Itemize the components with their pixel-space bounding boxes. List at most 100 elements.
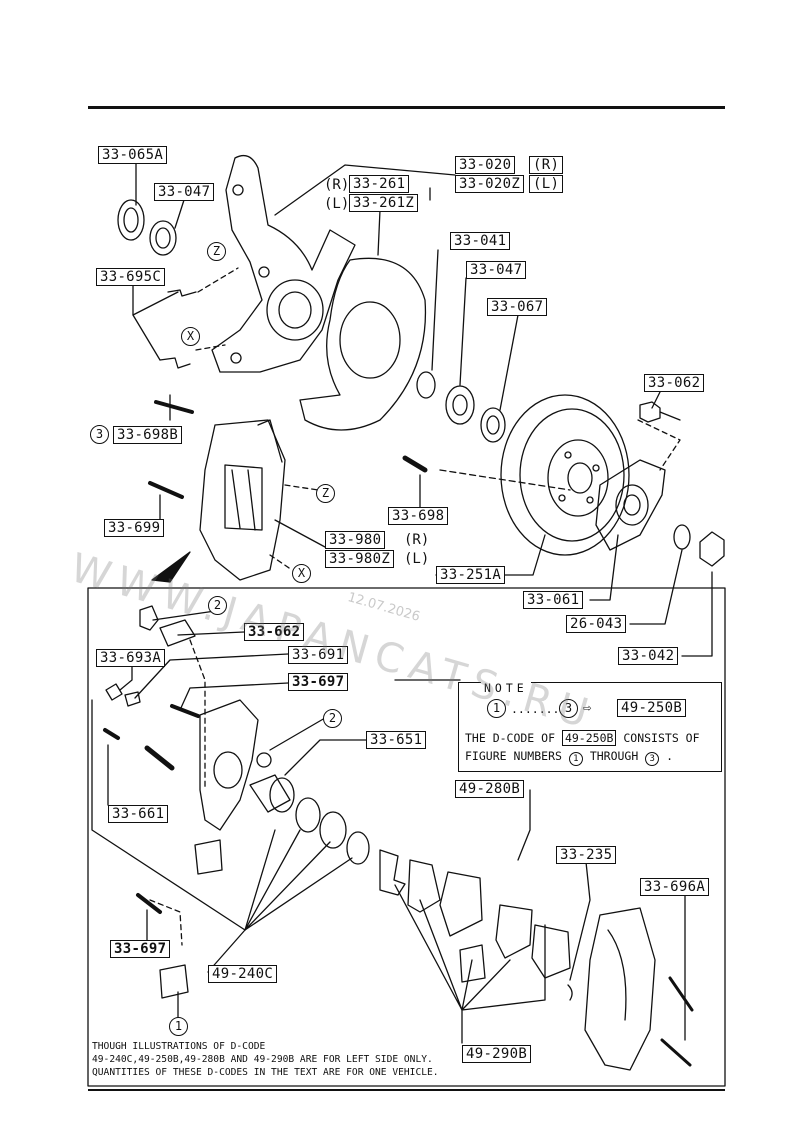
wheel-hub <box>595 459 666 551</box>
leader-33-020 <box>274 164 456 216</box>
label-33-062[interactable]: 33-062 <box>644 374 705 392</box>
callout-x-caliper: X <box>292 564 311 583</box>
shim-outer <box>379 849 406 896</box>
bleeder-cap <box>105 683 123 701</box>
leader-33-235 <box>569 861 591 981</box>
leader-33-691 <box>134 653 289 699</box>
label-33-698[interactable]: 33-698 <box>388 507 449 525</box>
shim-inner <box>407 859 441 913</box>
label-33-662[interactable]: 33-662 <box>244 623 305 641</box>
brake-pad-inner <box>495 904 533 959</box>
label-49-290B[interactable]: 49-290B <box>462 1045 532 1063</box>
note-arrow-icon: ⇨ <box>583 700 592 716</box>
note-line2-pre: FIGURE NUMBERS <box>465 749 562 763</box>
brake-disc <box>500 394 630 556</box>
callout-x-upper: X <box>181 327 200 346</box>
footer-note-line3: QUANTITIES OF THESE D-CODES IN THE TEXT … <box>92 1067 439 1078</box>
label-33-261Z[interactable]: 33-261Z <box>349 194 419 212</box>
note-line1: THE D-CODE OF 49-250B CONSISTS OF <box>465 730 700 746</box>
label-33-235[interactable]: 33-235 <box>556 846 617 864</box>
label-26-043[interactable]: 26-043 <box>566 615 627 633</box>
bolt-33-699 <box>148 481 184 499</box>
leader-33-697a <box>179 682 289 711</box>
footer-rule <box>88 1089 725 1091</box>
note-line2-callout-3: 3 <box>645 752 660 766</box>
label-side-l-shield: (L) <box>324 196 350 212</box>
note-line1-post: CONSISTS OF <box>623 731 700 745</box>
note-callout-3: 3 <box>559 699 578 718</box>
note-line1-code: 49-250B <box>561 730 617 746</box>
label-33-020Z[interactable]: 33-020Z <box>455 175 525 193</box>
note-title: NOTE <box>481 681 531 695</box>
label-33-261[interactable]: 33-261 <box>349 175 410 193</box>
label-33-042[interactable]: 33-042 <box>618 647 679 665</box>
label-33-693A[interactable]: 33-693A <box>96 649 166 667</box>
hub-bolt-33-062 <box>639 401 661 423</box>
leader-49-240C <box>207 829 276 973</box>
label-33-067[interactable]: 33-067 <box>487 298 548 316</box>
label-33-699[interactable]: 33-699 <box>104 519 165 537</box>
caliper-body-lower <box>199 699 259 831</box>
note-callout-1: 1 <box>487 699 506 718</box>
label-49-240C[interactable]: 49-240C <box>208 965 278 983</box>
label-33-695C[interactable]: 33-695C <box>96 268 166 286</box>
label-33-696A[interactable]: 33-696A <box>640 878 710 896</box>
pin-33-696A-a <box>668 976 694 1012</box>
label-33-020[interactable]: 33-020 <box>455 156 516 174</box>
note-line2-callout-1: 1 <box>568 752 583 766</box>
repair-kit-icon <box>159 964 189 999</box>
label-33-651[interactable]: 33-651 <box>366 731 427 749</box>
oil-seal-33-065A <box>117 199 145 241</box>
label-33-041[interactable]: 33-041 <box>450 232 511 250</box>
callout-z-caliper: Z <box>316 484 335 503</box>
leader-33-041 <box>431 249 439 371</box>
label-33-697-upper[interactable]: 33-697 <box>288 673 349 691</box>
label-49-280B[interactable]: 49-280B <box>455 780 525 798</box>
bearing-33-047a <box>149 220 177 256</box>
brake-pad-outer <box>439 871 483 937</box>
label-33-691[interactable]: 33-691 <box>288 646 349 664</box>
note-box: NOTE 1 ....... 3 ⇨ 49-250B THE D-CODE OF… <box>458 681 722 772</box>
label-33-047-bearing[interactable]: 33-047 <box>154 183 215 201</box>
bolt-33-698B <box>154 400 194 414</box>
note-line1-pre: THE D-CODE OF <box>465 731 556 745</box>
leader-33-061 <box>589 534 619 601</box>
note-dcode-label[interactable]: 49-250B <box>617 699 687 717</box>
label-side-r-shield: (R) <box>324 177 350 193</box>
leader-33-261 <box>377 209 381 256</box>
callout-2-top: 2 <box>208 596 227 615</box>
bleeder-screw <box>124 691 141 707</box>
label-33-697-lower[interactable]: 33-697 <box>110 940 171 958</box>
washer-26-043 <box>673 524 691 550</box>
leader-33-067 <box>499 314 519 411</box>
leader-33-662 <box>177 631 245 636</box>
leader-33-651 <box>284 739 367 776</box>
label-33-980Z[interactable]: 33-980Z <box>325 550 395 568</box>
leader-33-980 <box>274 519 326 548</box>
label-33-661[interactable]: 33-661 <box>108 805 169 823</box>
bolt-33-697a <box>170 704 200 718</box>
label-33-065A[interactable]: 33-065A <box>98 146 168 164</box>
leader-callout-2b <box>269 717 326 751</box>
leader-33-042 <box>681 571 713 657</box>
pin-33-696A-b <box>660 1038 692 1067</box>
label-side-r-upper: (R) <box>529 156 564 174</box>
leader-33-047b <box>459 277 467 386</box>
caliper-bushing <box>139 605 159 631</box>
label-side-l-upper: (L) <box>529 175 564 193</box>
leader-33-062 <box>651 391 661 409</box>
leader-33-693A <box>119 662 133 691</box>
anti-squeal-shim <box>531 924 571 979</box>
seal-33-041 <box>416 371 436 399</box>
bearing-33-047b <box>445 385 475 425</box>
label-33-980[interactable]: 33-980 <box>325 531 386 549</box>
note-dots: ....... <box>511 702 560 716</box>
plug-2b <box>256 752 272 768</box>
callout-z-upper: Z <box>207 242 226 261</box>
pin-33-661 <box>144 745 175 771</box>
label-33-251A[interactable]: 33-251A <box>436 566 506 584</box>
label-33-698B[interactable]: 33-698B <box>113 426 183 444</box>
label-33-047-outer[interactable]: 33-047 <box>466 261 527 279</box>
label-33-061[interactable]: 33-061 <box>523 591 584 609</box>
